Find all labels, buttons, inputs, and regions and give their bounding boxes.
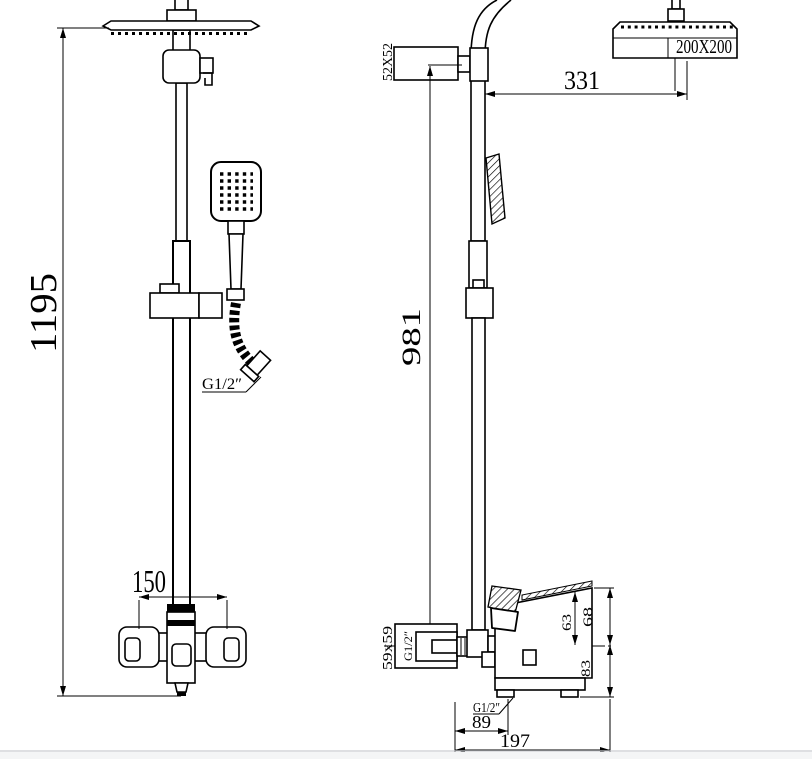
side-riser-pipe [465, 54, 494, 631]
dim-total-depth: 197 [455, 699, 611, 753]
mixer-side: 59x59 G1/2″ [381, 580, 614, 753]
shower-arm-curve-inner [484, 0, 512, 57]
dim-top-block-label: 52X52 [381, 43, 396, 81]
side-view: 52X52 981 200X200 331 [381, 0, 738, 753]
front-riser-pipe [166, 0, 197, 608]
mixer-center-knob [171, 643, 192, 667]
diverter-block-front [162, 49, 214, 86]
mixer-base-plate [494, 677, 586, 691]
mixer-top-hatch [521, 580, 593, 601]
dim-lower-height-label: 83 [578, 660, 593, 677]
top-wall-block: 52X52 [381, 43, 489, 82]
slider-bracket-side [465, 287, 494, 319]
outlet-thread-text: G1/2″ [473, 701, 500, 716]
dim-handle-spacing-label: 150 [132, 563, 166, 599]
mixer-front [118, 604, 247, 696]
hand-shower-front [210, 161, 272, 383]
dim-total-depth-label: 197 [500, 731, 530, 752]
dim-outlet-offset-label: 89 [472, 712, 491, 732]
dim-upper-height-label: 68 [580, 607, 595, 627]
dim-overall-height: 1195 [23, 27, 181, 697]
dim-escutcheon-label: 59x59 [381, 626, 396, 670]
dim-riser-height: 981 [397, 66, 433, 646]
dim-head-size-label: 200X200 [676, 36, 732, 58]
label-front-hose-thread: G1/2″ [202, 376, 262, 393]
dim-lower-height: 83 [578, 645, 614, 698]
hose-end-fitting [239, 349, 272, 383]
hand-shower-nozzles [220, 172, 253, 211]
mixer-body-side [494, 587, 593, 679]
dim-head-offset-label: 331 [564, 66, 600, 95]
page-bottom-strip [0, 752, 812, 759]
dim-spout-center-height: 63 [559, 592, 578, 645]
escutcheon-block: 59x59 G1/2″ [381, 623, 458, 670]
label-outlet-thread: G1/2″ [473, 697, 514, 716]
front-hose-thread-text: G1/2″ [202, 376, 242, 393]
hand-shower-side-profile [485, 153, 506, 226]
front-view: 1195 150 G1/2″ [23, 0, 272, 697]
slider-bracket-front [149, 283, 223, 319]
dim-spout-center-label: 63 [559, 614, 574, 631]
dim-head-offset: 331 [485, 58, 688, 100]
rain-head-side: 200X200 [612, 0, 738, 59]
inlet-connector [456, 629, 498, 668]
dim-overall-height-label: 1195 [23, 273, 65, 353]
dim-upper-height: 68 [580, 587, 614, 645]
mixer-spout-side [490, 607, 519, 632]
rain-head-front [101, 20, 261, 35]
dim-handle-spacing: 150 [132, 563, 228, 629]
escutcheon-thread-label: G1/2″ [401, 631, 415, 661]
dim-riser-height-label: 981 [397, 308, 426, 366]
dim-outlet-offset: 89 [454, 699, 509, 753]
